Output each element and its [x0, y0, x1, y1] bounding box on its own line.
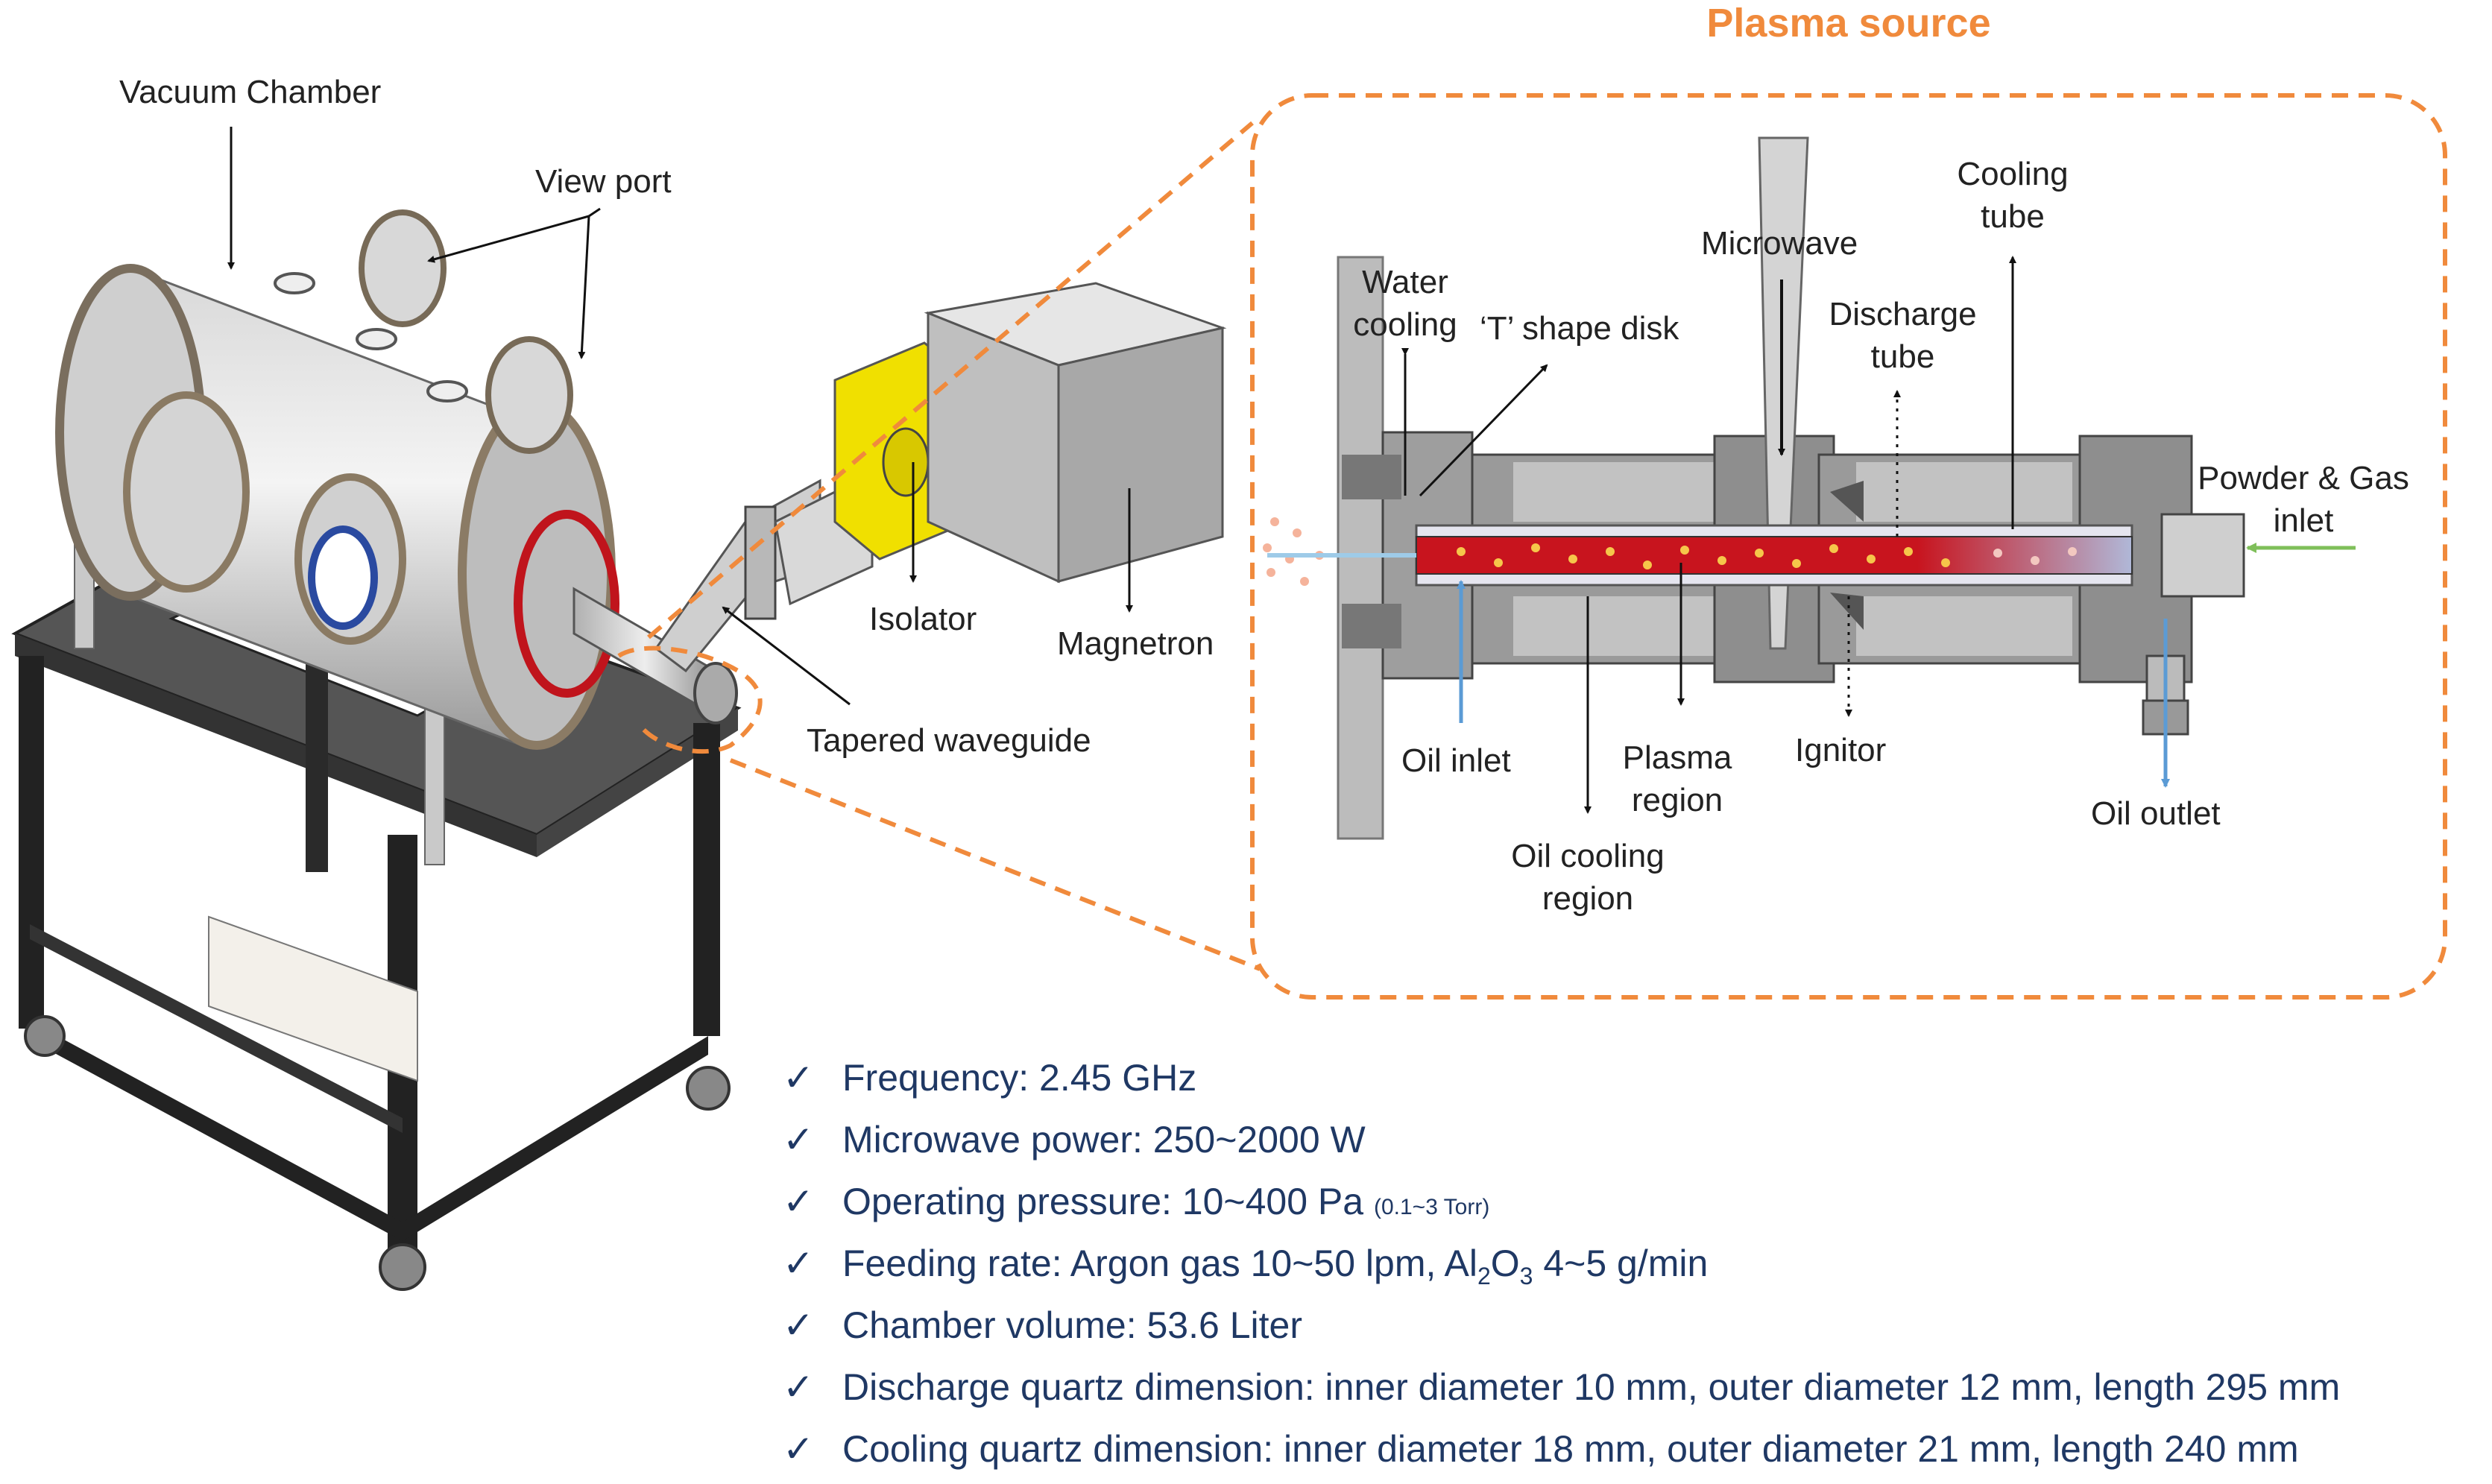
tapered-waveguide-leader [722, 606, 851, 706]
check-icon: ✓ [783, 1366, 814, 1408]
label-oil-outlet: Oil outlet [2091, 795, 2221, 832]
view-port-leader-1 [427, 215, 590, 263]
magnetron-body [924, 282, 1227, 584]
check-icon: ✓ [783, 1119, 814, 1161]
label-vacuum-chamber: Vacuum Chamber [119, 74, 382, 110]
check-icon: ✓ [783, 1428, 814, 1470]
zoom-callout [617, 93, 2447, 1000]
view-port-leader-3 [588, 207, 601, 218]
label-view-port: View port [535, 163, 672, 200]
label-tapered-waveguide: Tapered waveguide [807, 722, 1091, 759]
label-magnetron: Magnetron [1057, 625, 1214, 662]
check-icon: ✓ [783, 1304, 814, 1346]
spec-discharge-dimension: ✓Discharge quartz dimension: inner diame… [783, 1357, 2340, 1418]
spec-pressure: ✓Operating pressure: 10~400 Pa (0.1~3 To… [783, 1171, 2340, 1233]
particle-dots [1457, 543, 1950, 569]
label-isolator: Isolator [869, 601, 977, 637]
vacuum-chamber [55, 209, 738, 750]
label-t-shape-disk: ‘T’ shape disk [1480, 310, 1679, 347]
check-icon: ✓ [783, 1181, 814, 1222]
check-icon: ✓ [783, 1057, 814, 1099]
plasma-source-title: Plasma source [1706, 1, 1991, 45]
spec-list: ✓Frequency: 2.45 GHz ✓Microwave power: 2… [783, 1047, 2340, 1480]
plasma-source-section [1263, 136, 2245, 840]
label-microwave: Microwave [1701, 225, 1858, 262]
spec-frequency: ✓Frequency: 2.45 GHz [783, 1047, 2340, 1109]
label-ignitor: Ignitor [1795, 732, 1887, 768]
spec-cooling-dimension: ✓Cooling quartz dimension: inner diamete… [783, 1418, 2340, 1480]
spec-chamber-volume: ✓Chamber volume: 53.6 Liter [783, 1295, 2340, 1357]
view-port-leader-2 [578, 215, 590, 359]
t-shape-disk-leader [1419, 364, 1548, 497]
check-icon: ✓ [783, 1243, 814, 1284]
spec-power: ✓Microwave power: 250~2000 W [783, 1109, 2340, 1171]
spec-feeding-rate: ✓Feeding rate: Argon gas 10~50 lpm, Al2O… [783, 1233, 2340, 1295]
label-oil-inlet: Oil inlet [1401, 742, 1511, 779]
